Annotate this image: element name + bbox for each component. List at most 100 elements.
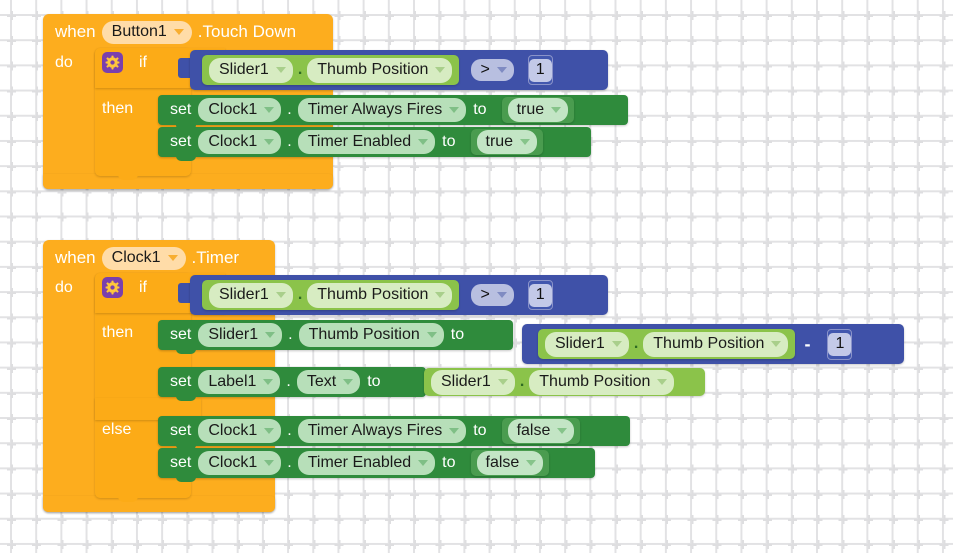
set-block-slider1-thumb-position[interactable]: set Slider1 . Thumb Position to	[158, 320, 513, 350]
then-label-2: then	[102, 322, 133, 344]
control-if-notch-1	[118, 174, 138, 180]
chevron-down-icon	[264, 106, 275, 113]
number-value[interactable]: 1	[828, 332, 852, 356]
chevron-down-icon	[435, 291, 446, 298]
if-row-1: if	[102, 52, 147, 73]
component-dropdown-button1[interactable]: Button1	[101, 20, 192, 44]
chevron-down-icon	[418, 459, 429, 466]
component-name: Slider1	[219, 60, 269, 78]
number-block-2[interactable]: 1	[527, 280, 553, 310]
dot-separator: .	[633, 335, 639, 352]
component-name: Slider1	[441, 372, 491, 390]
set-block-clock1-timer-always-fires-1[interactable]: set Clock1 . Timer Always Fires to true	[158, 95, 628, 125]
event-block-button1-foot	[43, 174, 333, 189]
component-dropdown-label1[interactable]: Label1	[198, 370, 281, 394]
logic-dropdown-false-2[interactable]: false	[476, 451, 544, 475]
component-name: Clock1	[208, 421, 258, 439]
getter-slider1-thumb-position-4[interactable]: Slider1 . Thumb Position	[424, 368, 705, 396]
property-name: Timer Enabled	[307, 132, 412, 150]
dot-separator: .	[287, 454, 292, 471]
property-dropdown-timer-always-fires[interactable]: Timer Always Fires	[297, 98, 467, 122]
component-name: Slider1	[555, 334, 605, 352]
gear-icon[interactable]	[102, 52, 123, 73]
set-block-label1-text[interactable]: set Label1 . Text to	[158, 367, 426, 397]
logic-value: true	[516, 100, 545, 118]
logic-dropdown-false-1[interactable]: false	[507, 419, 575, 443]
component-dropdown-slider1-1[interactable]: Slider1	[209, 57, 293, 83]
logic-dropdown-true-2[interactable]: true	[476, 130, 538, 154]
component-dropdown-slider1-4[interactable]: Slider1	[431, 369, 515, 395]
property-dropdown-text[interactable]: Text	[296, 370, 361, 394]
logic-block-false-2[interactable]: false	[470, 450, 550, 476]
component-dropdown-clock1-event[interactable]: Clock1	[101, 246, 186, 270]
dot-separator: .	[287, 422, 292, 439]
chevron-down-icon	[343, 378, 354, 385]
property-dropdown-timer-always-fires-2[interactable]: Timer Always Fires	[297, 419, 467, 443]
number-value[interactable]: 1	[528, 58, 552, 82]
number-block-1[interactable]: 1	[527, 55, 553, 85]
component-dropdown-clock1[interactable]: Clock1	[198, 130, 282, 154]
component-dropdown-slider1-3[interactable]: Slider1	[545, 331, 629, 357]
to-keyword: to	[473, 422, 487, 439]
statement-notch-4	[176, 396, 196, 401]
property-dropdown-thumb-position-set[interactable]: Thumb Position	[298, 323, 444, 347]
then-label-1: then	[102, 98, 133, 120]
chevron-down-icon	[526, 459, 537, 466]
set-keyword: set	[170, 101, 192, 118]
component-dropdown-slider1-2[interactable]: Slider1	[209, 282, 293, 308]
number-value[interactable]: 1	[528, 283, 552, 307]
getter-slider1-thumb-position-3[interactable]: Slider1 . Thumb Position	[538, 329, 796, 359]
operator-dropdown-1[interactable]: >	[471, 59, 514, 81]
event-name: .Touch Down	[197, 22, 297, 41]
logic-block-true-2[interactable]: true	[470, 129, 544, 155]
gear-icon[interactable]	[102, 277, 123, 298]
compare-block-1[interactable]: Slider1 . Thumb Position > 1	[190, 50, 608, 90]
control-if-block-2-midbar	[95, 398, 201, 420]
set-block-clock1-timer-enabled-1[interactable]: set Clock1 . Timer Enabled to true	[158, 127, 591, 157]
component-dropdown-clock1-else1[interactable]: Clock1	[198, 419, 282, 443]
property-dropdown-timer-enabled[interactable]: Timer Enabled	[297, 130, 436, 154]
getter-slider1-thumb-position-2[interactable]: Slider1 . Thumb Position	[202, 280, 460, 310]
component-dropdown-clock1[interactable]: Clock1	[198, 98, 282, 122]
chevron-down-icon	[611, 340, 622, 347]
logic-value: false	[485, 453, 520, 471]
property-dropdown-timer-enabled-2[interactable]: Timer Enabled	[297, 451, 436, 475]
logic-value: false	[516, 421, 551, 439]
set-block-clock1-timer-always-fires-2[interactable]: set Clock1 . Timer Always Fires to false	[158, 416, 630, 446]
to-keyword: to	[367, 373, 381, 390]
logic-block-true-1[interactable]: true	[501, 97, 575, 123]
operator-symbol: >	[480, 285, 490, 303]
logic-value: true	[485, 132, 514, 150]
operator-symbol: >	[480, 60, 490, 78]
logic-dropdown-true-1[interactable]: true	[507, 98, 569, 122]
property-dropdown-thumb-position-2[interactable]: Thumb Position	[307, 282, 453, 308]
chevron-down-icon	[418, 138, 429, 145]
math-subtract-block[interactable]: Slider1 . Thumb Position - 1	[522, 324, 904, 364]
chevron-down-icon	[264, 459, 275, 466]
component-dropdown-slider1-set[interactable]: Slider1	[198, 323, 283, 347]
component-dropdown-clock1-else2[interactable]: Clock1	[198, 451, 282, 475]
component-name: Clock1	[208, 453, 258, 471]
chevron-down-icon	[435, 66, 446, 73]
chevron-down-icon	[275, 66, 286, 73]
property-dropdown-thumb-position-3[interactable]: Thumb Position	[643, 331, 789, 357]
set-keyword: set	[170, 133, 192, 150]
to-keyword: to	[450, 326, 465, 343]
operator-dropdown-2[interactable]: >	[471, 284, 514, 306]
logic-block-false-1[interactable]: false	[501, 418, 581, 444]
getter-slider1-thumb-position-1[interactable]: Slider1 . Thumb Position	[202, 55, 460, 85]
chevron-down-icon	[264, 138, 275, 145]
property-dropdown-thumb-position-4[interactable]: Thumb Position	[529, 369, 675, 395]
set-block-clock1-timer-enabled-2[interactable]: set Clock1 . Timer Enabled to false	[158, 448, 595, 478]
number-block-3[interactable]: 1	[827, 328, 853, 360]
event-name: .Timer	[191, 248, 240, 267]
when-keyword: when	[55, 248, 96, 267]
chevron-down-icon	[167, 254, 178, 261]
compare-block-2[interactable]: Slider1 . Thumb Position > 1	[190, 275, 608, 315]
property-dropdown-thumb-position-1[interactable]: Thumb Position	[307, 57, 453, 83]
set-keyword: set	[170, 454, 192, 471]
property-name: Timer Always Fires	[307, 421, 443, 439]
statement-notch-1	[176, 125, 196, 130]
component-name: Slider1	[219, 285, 269, 303]
